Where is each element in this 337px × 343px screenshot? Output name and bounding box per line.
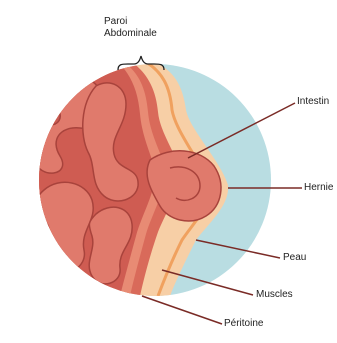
paroi-label-line1: Paroi xyxy=(104,16,157,28)
hernie-label: Hernie xyxy=(304,182,333,194)
paroi-abdominale-label: Paroi Abdominale xyxy=(104,16,157,40)
peau-label: Peau xyxy=(283,252,306,264)
paroi-label-line2: Abdominale xyxy=(104,28,157,40)
muscles-label: Muscles xyxy=(256,289,293,301)
peritoine-leader-line xyxy=(142,296,222,324)
peritoine-label: Péritoine xyxy=(224,318,263,330)
intestin-label: Intestin xyxy=(297,96,329,108)
